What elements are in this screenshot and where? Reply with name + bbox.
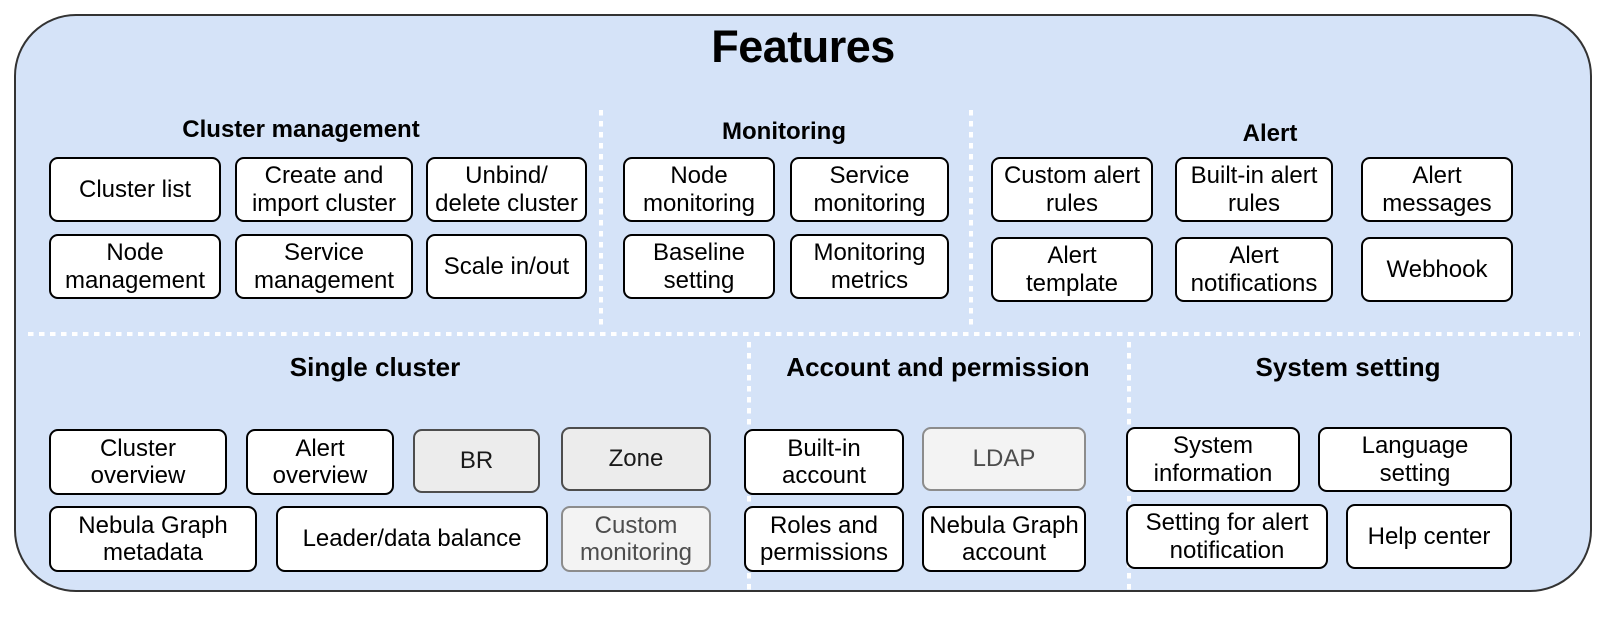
feature-box-alert-overview[interactable]: Alert overview bbox=[246, 429, 394, 495]
feature-box-scale-in-out[interactable]: Scale in/out bbox=[426, 234, 587, 299]
feature-box-cluster-overview[interactable]: Cluster overview bbox=[49, 429, 227, 495]
feature-box-create-and-import-cluster[interactable]: Create and import cluster bbox=[235, 157, 413, 222]
feature-box-custom-monitoring[interactable]: Custom monitoring bbox=[561, 506, 711, 572]
feature-box-alert-messages[interactable]: Alert messages bbox=[1361, 157, 1513, 222]
feature-box-alert-notifications[interactable]: Alert notifications bbox=[1175, 237, 1333, 302]
feature-box-service-monitoring[interactable]: Service monitoring bbox=[790, 157, 949, 222]
feature-box-ldap[interactable]: LDAP bbox=[922, 427, 1086, 491]
feature-box-node-monitoring[interactable]: Node monitoring bbox=[623, 157, 775, 222]
feature-box-zone[interactable]: Zone bbox=[561, 427, 711, 491]
page-title: Features bbox=[711, 21, 895, 72]
feature-box-service-management[interactable]: Service management bbox=[235, 234, 413, 299]
feature-box-nebula-graph-metadata[interactable]: Nebula Graph metadata bbox=[49, 506, 257, 572]
group-title-system-setting: System setting bbox=[1255, 352, 1441, 382]
group-title-alert: Alert bbox=[1242, 120, 1298, 147]
divider-monitoring-alert bbox=[969, 110, 973, 326]
group-title-account-and-permission: Account and permission bbox=[786, 352, 1090, 382]
divider-cluster-monitoring bbox=[599, 110, 603, 326]
feature-box-node-management[interactable]: Node management bbox=[49, 234, 221, 299]
feature-box-custom-alert-rules[interactable]: Custom alert rules bbox=[991, 157, 1153, 222]
group-title-monitoring: Monitoring bbox=[722, 118, 846, 145]
feature-box-cluster-list[interactable]: Cluster list bbox=[49, 157, 221, 222]
feature-box-help-center[interactable]: Help center bbox=[1346, 504, 1512, 569]
feature-box-roles-and-permissions[interactable]: Roles and permissions bbox=[744, 506, 904, 572]
feature-box-language-setting[interactable]: Language setting bbox=[1318, 427, 1512, 492]
feature-box-unbind-delete-cluster[interactable]: Unbind/ delete cluster bbox=[426, 157, 587, 222]
group-title-cluster-management: Cluster management bbox=[182, 116, 420, 143]
feature-box-alert-template[interactable]: Alert template bbox=[991, 237, 1153, 302]
features-panel: Features Cluster management Cluster list… bbox=[14, 14, 1592, 592]
feature-box-webhook[interactable]: Webhook bbox=[1361, 237, 1513, 302]
feature-box-setting-for-alert-notification[interactable]: Setting for alert notification bbox=[1126, 504, 1328, 569]
feature-box-system-information[interactable]: System information bbox=[1126, 427, 1300, 492]
feature-box-baseline-setting[interactable]: Baseline setting bbox=[623, 234, 775, 299]
divider-top-bottom bbox=[28, 332, 1580, 336]
feature-box-br[interactable]: BR bbox=[413, 429, 540, 493]
feature-box-nebula-graph-account[interactable]: Nebula Graph account bbox=[922, 506, 1086, 572]
feature-box-built-in-account[interactable]: Built-in account bbox=[744, 429, 904, 495]
feature-box-leader-data-balance[interactable]: Leader/data balance bbox=[276, 506, 548, 572]
feature-box-monitoring-metrics[interactable]: Monitoring metrics bbox=[790, 234, 949, 299]
feature-box-built-in-alert-rules[interactable]: Built-in alert rules bbox=[1175, 157, 1333, 222]
group-title-single-cluster: Single cluster bbox=[289, 352, 461, 382]
